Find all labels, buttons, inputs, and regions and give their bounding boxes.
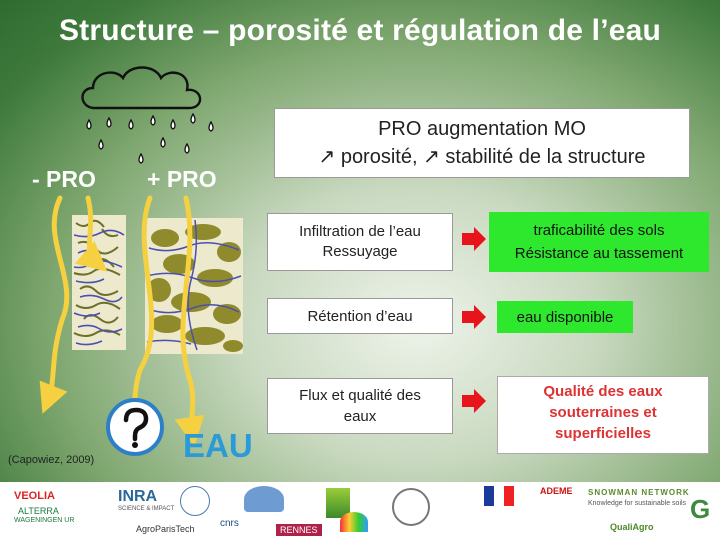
soil-section-with-pro <box>145 218 243 354</box>
red-arrow-icon-1 <box>462 227 486 251</box>
flux-line2: eaux <box>343 408 377 425</box>
water-arrow-plus-right <box>174 195 205 447</box>
label-minus-pro: - PRO <box>32 166 96 192</box>
partner-logos-strip: VEOLIA ALTERRA WAGENINGEN UR INRA SCIENC… <box>0 482 720 540</box>
water-arrow-minus-left <box>39 195 70 414</box>
traficabilite-line2: Résistance au tassement <box>514 244 684 262</box>
eau-word: EAU <box>183 427 253 464</box>
rain-cloud-illustration <box>81 66 214 164</box>
red-arrow-icon-3 <box>462 389 486 413</box>
qualite-eaux-box: Qualité des eaux souterraines et superfi… <box>497 376 709 454</box>
university-seal-icon <box>180 486 210 516</box>
pro-effect-line1: PRO augmentation MO <box>378 118 586 140</box>
label-plus-pro: + PRO <box>147 166 217 192</box>
cnrs-logo: cnrs <box>220 518 239 529</box>
raindrop-icons <box>86 112 214 164</box>
rainbow-logo <box>340 512 368 532</box>
slide-title: Structure – porosité et régulation de l’… <box>58 14 662 47</box>
qualite-line1: Qualité des eaux <box>543 383 663 400</box>
snowman-network-logo: SNOWMAN NETWORK <box>588 488 690 497</box>
water-arrow-minus-right <box>74 195 108 272</box>
blue-dome-logo <box>244 486 284 512</box>
ademe-logo: ADEME <box>540 486 573 496</box>
ministry-logo <box>484 486 514 506</box>
round-seal-logo <box>392 488 430 526</box>
citation-text: (Capowiez, 2009) <box>8 454 95 466</box>
traficabilite-line1: traficabilité des sols <box>533 222 665 239</box>
qualite-line2: souterraines et <box>549 404 657 421</box>
flux-line1: Flux et qualité des <box>299 387 421 404</box>
veolia-logo: VEOLIA <box>14 490 55 502</box>
wageningen-logo: WAGENINGEN UR <box>14 517 75 524</box>
pro-effect-box: PRO augmentation MO ↗ porosité, ↗ stabil… <box>274 108 690 178</box>
traficabilite-box: traficabilité des sols Résistance au tas… <box>489 212 709 272</box>
infiltration-line1: Infiltration de l’eau <box>299 222 421 240</box>
rennes-logo: RENNES <box>276 524 322 536</box>
red-arrow-icon-2 <box>462 305 486 329</box>
infiltration-box: Infiltration de l’eau Ressuyage <box>267 213 453 271</box>
question-mark-icon <box>106 398 164 456</box>
inra-logo: INRA <box>118 488 158 505</box>
flux-box: Flux et qualité des eaux <box>267 378 453 434</box>
alterra-logo: ALTERRA <box>18 506 59 516</box>
inra-subtitle: SCIENCE & IMPACT <box>118 506 175 512</box>
eau-disponible-box: eau disponible <box>497 301 633 333</box>
snowman-network-subtitle: Knowledge for sustainable soils <box>588 500 687 507</box>
cloud-icon <box>81 66 202 110</box>
agroparistech-logo: AgroParisTech <box>136 524 195 534</box>
qualite-line3: superficielles <box>555 425 651 442</box>
green-g-logo: G <box>690 494 711 524</box>
pro-effect-line2: ↗ porosité, ↗ stabilité de la structure <box>318 146 646 168</box>
retention-box: Rétention d’eau <box>267 298 453 334</box>
qualiagro-logo: QualiAgro <box>610 522 654 532</box>
infiltration-line2: Ressuyage <box>322 243 398 260</box>
red-arrow-icons <box>462 227 486 413</box>
